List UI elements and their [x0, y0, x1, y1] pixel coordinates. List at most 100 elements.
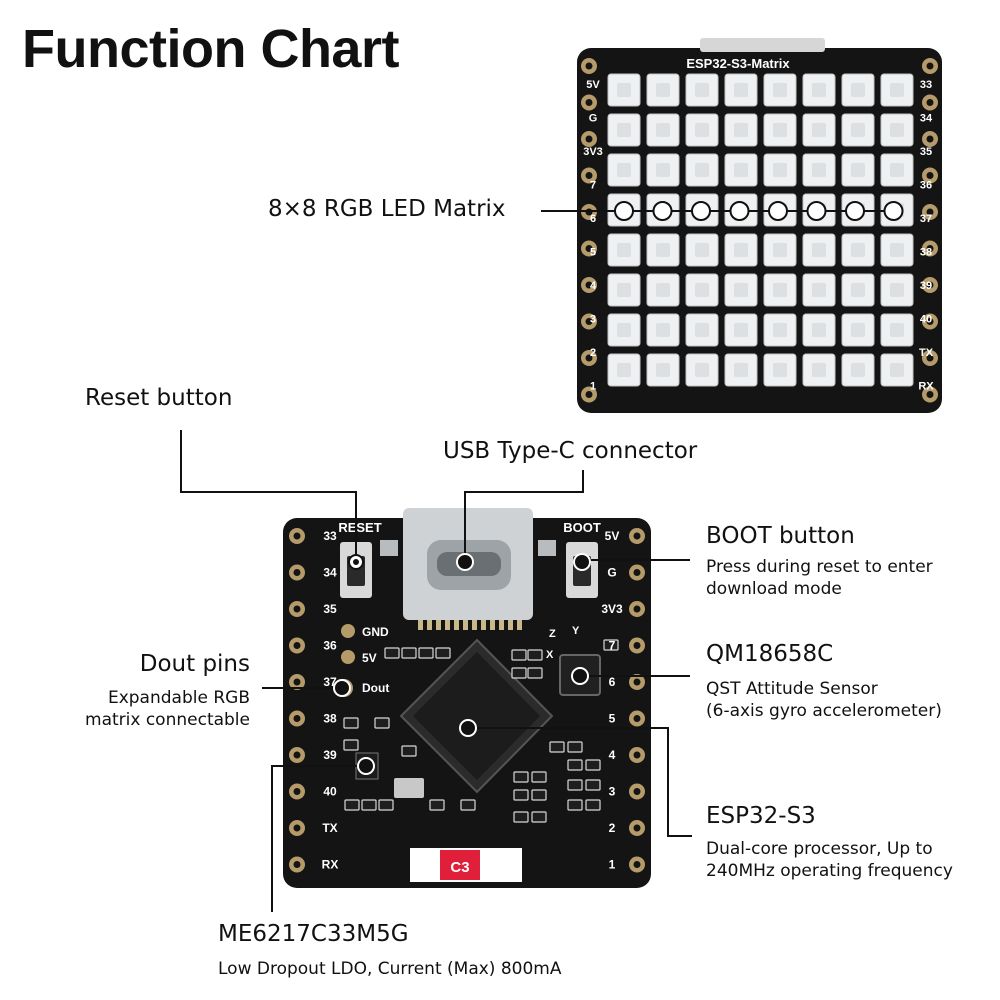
ldo-label: ME6217C33M5G — [218, 921, 409, 947]
rgb-led — [724, 273, 758, 307]
rgb-led — [646, 273, 680, 307]
rgb-led — [880, 353, 914, 387]
bottom-left-pin-label: RX — [322, 858, 339, 872]
rgb-led — [607, 113, 641, 147]
matrix-left-pin-label: 4 — [590, 280, 597, 292]
matrix-board: ESP32-S3-Matrix 5VG3V3765432133343536373… — [577, 38, 942, 413]
smd-component — [531, 811, 547, 823]
rgb-led — [880, 153, 914, 187]
matrix-right-pin-label: RX — [918, 381, 934, 393]
led-row-marker — [652, 201, 673, 221]
rgb-led — [841, 153, 875, 187]
rgb-led — [802, 153, 836, 187]
rgb-led — [802, 273, 836, 307]
dout-silk: Dout — [362, 681, 389, 695]
matrix-right-pin-label: 36 — [920, 180, 932, 192]
rgb-led — [880, 233, 914, 267]
bottom-right-pin-label: 6 — [609, 675, 616, 689]
rgb-led — [802, 353, 836, 387]
smd-component — [401, 745, 417, 757]
boot-label: BOOT button — [706, 523, 855, 549]
matrix-right-pin-label: 39 — [920, 280, 932, 292]
rgb-led — [646, 313, 680, 347]
bottom-left-pin-label: 38 — [323, 712, 337, 726]
matrix-right-pin-label: 37 — [920, 213, 932, 225]
smd-component — [378, 799, 394, 811]
smd-component — [585, 759, 601, 771]
rgb-led — [802, 313, 836, 347]
matrix-left-pin-label: 3V3 — [583, 146, 603, 158]
led-row-marker — [806, 201, 827, 221]
bottom-left-pin-label: 33 — [323, 529, 337, 543]
rgb-led — [763, 73, 797, 107]
5v-silk: 5V — [362, 651, 377, 665]
rgb-led — [841, 353, 875, 387]
bottom-right-pin-label: 5V — [605, 529, 620, 543]
rgb-led — [880, 273, 914, 307]
matrix-board-name: ESP32-S3-Matrix — [686, 56, 790, 71]
matrix-right-pin-label: 40 — [920, 314, 932, 326]
rgb-led — [724, 233, 758, 267]
callout-markers — [333, 201, 904, 775]
axis-y: Y — [572, 625, 580, 637]
smd-component — [513, 771, 529, 783]
rgb-led — [802, 233, 836, 267]
smd-component — [343, 717, 359, 729]
led-matrix-label: 8×8 RGB LED Matrix — [268, 196, 506, 222]
matrix-right-pin-label: 35 — [920, 146, 932, 158]
page-title: Function Chart — [22, 19, 399, 79]
rgb-led — [646, 233, 680, 267]
smd-component — [531, 771, 547, 783]
rgb-led — [646, 353, 680, 387]
led-row-marker — [729, 201, 750, 221]
sensor-label: QM18658C — [706, 641, 834, 667]
led-row-marker — [691, 201, 711, 221]
bottom-right-pin-label: 7 — [609, 639, 616, 653]
matrix-right-pin-label: 33 — [920, 79, 932, 91]
matrix-left-pin-label: 3 — [590, 314, 596, 326]
rgb-led — [607, 273, 641, 307]
rgb-led — [724, 353, 758, 387]
rgb-led — [841, 273, 875, 307]
bottom-board: RESET BOOT GND 5V Dout Z Y X C3 33343536… — [283, 508, 651, 888]
rgb-led — [607, 313, 641, 347]
smd-component — [343, 739, 359, 751]
smd-component — [513, 811, 529, 823]
led-row-marker — [614, 201, 634, 221]
sensor-desc-2: (6-axis gyro accelerometer) — [706, 701, 942, 721]
led-row-marker — [845, 201, 865, 221]
rgb-led — [802, 73, 836, 107]
bottom-right-pin-label: 3V3 — [601, 602, 623, 616]
bottom-left-pin-label: 40 — [323, 785, 337, 799]
rgb-led — [880, 113, 914, 147]
smd-component — [511, 649, 527, 661]
smd-component — [567, 799, 583, 811]
bottom-right-pin-label: 5 — [609, 712, 616, 726]
reset-silk: RESET — [338, 520, 381, 535]
smd-component — [460, 799, 476, 811]
matrix-left-pin-label: 5V — [586, 79, 600, 91]
rgb-led — [646, 73, 680, 107]
smd-component — [513, 789, 529, 801]
smd-component — [527, 649, 543, 661]
rgb-led — [802, 113, 836, 147]
rgb-led — [724, 113, 758, 147]
rgb-led — [685, 153, 719, 187]
rgb-led — [607, 153, 641, 187]
bottom-right-pin-label: 2 — [609, 821, 616, 835]
dout-label: Dout pins — [139, 651, 250, 677]
usb-label: USB Type-C connector — [443, 438, 698, 464]
rgb-led — [724, 153, 758, 187]
rgb-led — [763, 313, 797, 347]
rgb-led — [841, 313, 875, 347]
rgb-led — [646, 153, 680, 187]
rgb-led — [880, 73, 914, 107]
rgb-led — [841, 233, 875, 267]
smd-component — [344, 799, 360, 811]
gnd-silk: GND — [362, 625, 389, 639]
boot-desc-1: Press during reset to enter — [706, 557, 933, 577]
led-row-marker — [883, 201, 904, 221]
rgb-led — [685, 73, 719, 107]
